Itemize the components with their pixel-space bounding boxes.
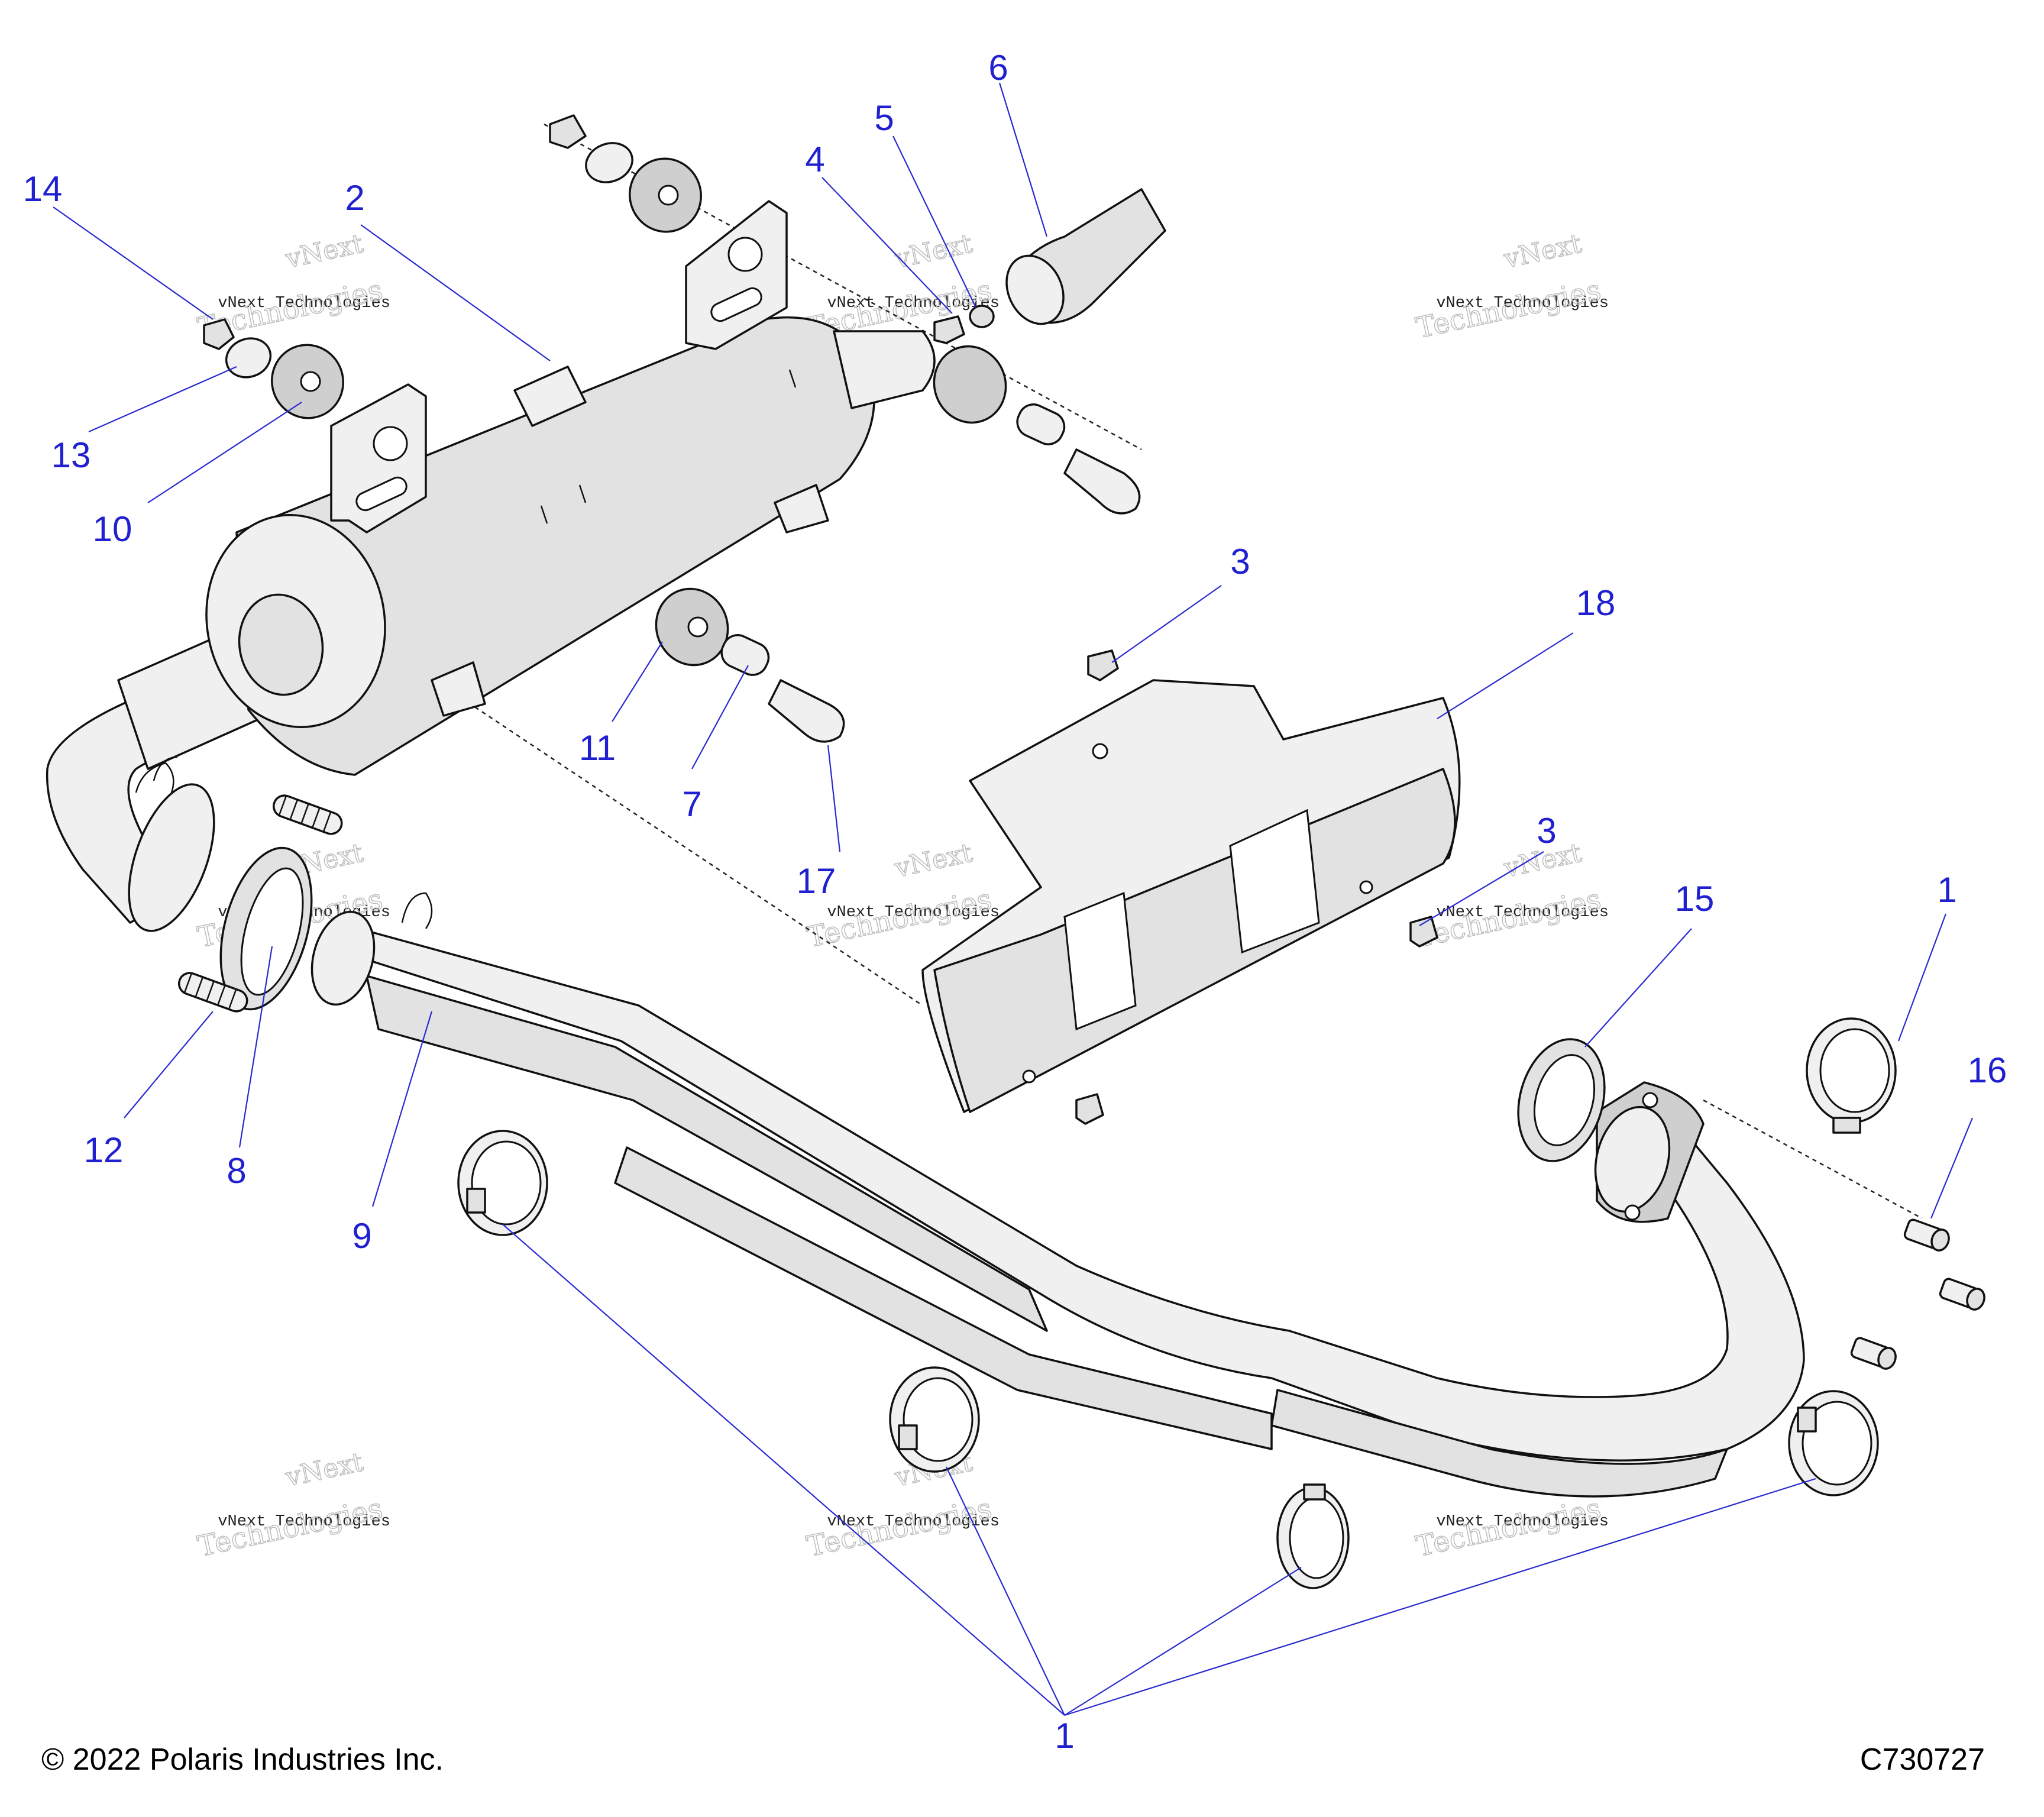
callout-6: 6 [988,48,1008,88]
svg-text:vNext: vNext [1501,228,1584,274]
svg-text:vNext: vNext [892,228,975,274]
callout-13: 13 [51,435,91,475]
watermark: vNext vNext Technologies Technologies [1413,228,1609,345]
callout-1-right: 1 [1937,870,1956,910]
part-9-head-pipe [311,892,1805,1498]
svg-text:Technologies: Technologies [195,1492,385,1563]
svg-text:vNext Technologies: vNext Technologies [1436,1513,1609,1531]
svg-text:Technologies: Technologies [1413,882,1603,954]
svg-text:vNext Technologies: vNext Technologies [827,1513,1000,1531]
callout-4: 4 [805,140,824,179]
svg-text:Technologies: Technologies [804,1492,994,1563]
svg-text:vNext: vNext [283,228,366,274]
callouts: 14 2 4 5 6 13 10 3 18 11 7 17 3 15 1 16 … [23,48,2007,1755]
top-rear-fasteners [549,114,1141,515]
callout-3-right: 3 [1537,811,1556,851]
part-18-heat-shield [921,649,1461,1125]
part-12-springs [178,794,343,1013]
svg-text:vNext Technologies: vNext Technologies [218,295,390,312]
callout-5: 5 [874,98,894,138]
leader-lines [53,82,1974,1716]
callout-9: 9 [352,1216,371,1256]
part-6-tailpipe-tip [1005,188,1166,325]
part-1-clamps [457,1017,1897,1589]
part-15-gasket [1517,1038,1606,1162]
watermark: vNext vNext Technologies Technologies [195,1447,390,1564]
callout-14: 14 [23,169,63,209]
callout-11: 11 [579,728,616,768]
callout-15: 15 [1675,879,1715,919]
callout-18: 18 [1576,583,1616,623]
callout-16: 16 [1968,1050,2007,1090]
muffler [46,200,936,924]
callout-17: 17 [797,861,836,901]
svg-text:vNext: vNext [892,838,975,884]
inlet-collar [128,783,215,932]
svg-text:Technologies: Technologies [1413,1492,1603,1563]
front-fasteners [203,318,344,419]
svg-text:vNext Technologies: vNext Technologies [827,904,1000,922]
callout-10: 10 [93,509,132,549]
part-16-bolts [1850,1218,1985,1370]
callout-12: 12 [84,1130,124,1170]
assembly-axes [461,123,1923,1220]
copyright-notice: © 2022 Polaris Industries Inc. [41,1742,444,1777]
callout-8: 8 [227,1151,246,1191]
svg-text:vNext Technologies: vNext Technologies [1436,295,1609,312]
callout-1-bottom: 1 [1055,1716,1074,1755]
svg-text:Technologies: Technologies [1413,273,1603,345]
callout-7: 7 [682,784,701,824]
callout-3-top: 3 [1230,542,1250,581]
callout-2: 2 [345,178,364,218]
svg-text:vNext Technologies: vNext Technologies [1436,904,1609,922]
part-8-gasket [219,846,313,1011]
svg-text:vNext Technologies: vNext Technologies [218,1513,390,1531]
figure-code: C730727 [1859,1742,1985,1777]
svg-text:vNext: vNext [283,1447,366,1493]
middle-mount-hardware [655,587,845,743]
